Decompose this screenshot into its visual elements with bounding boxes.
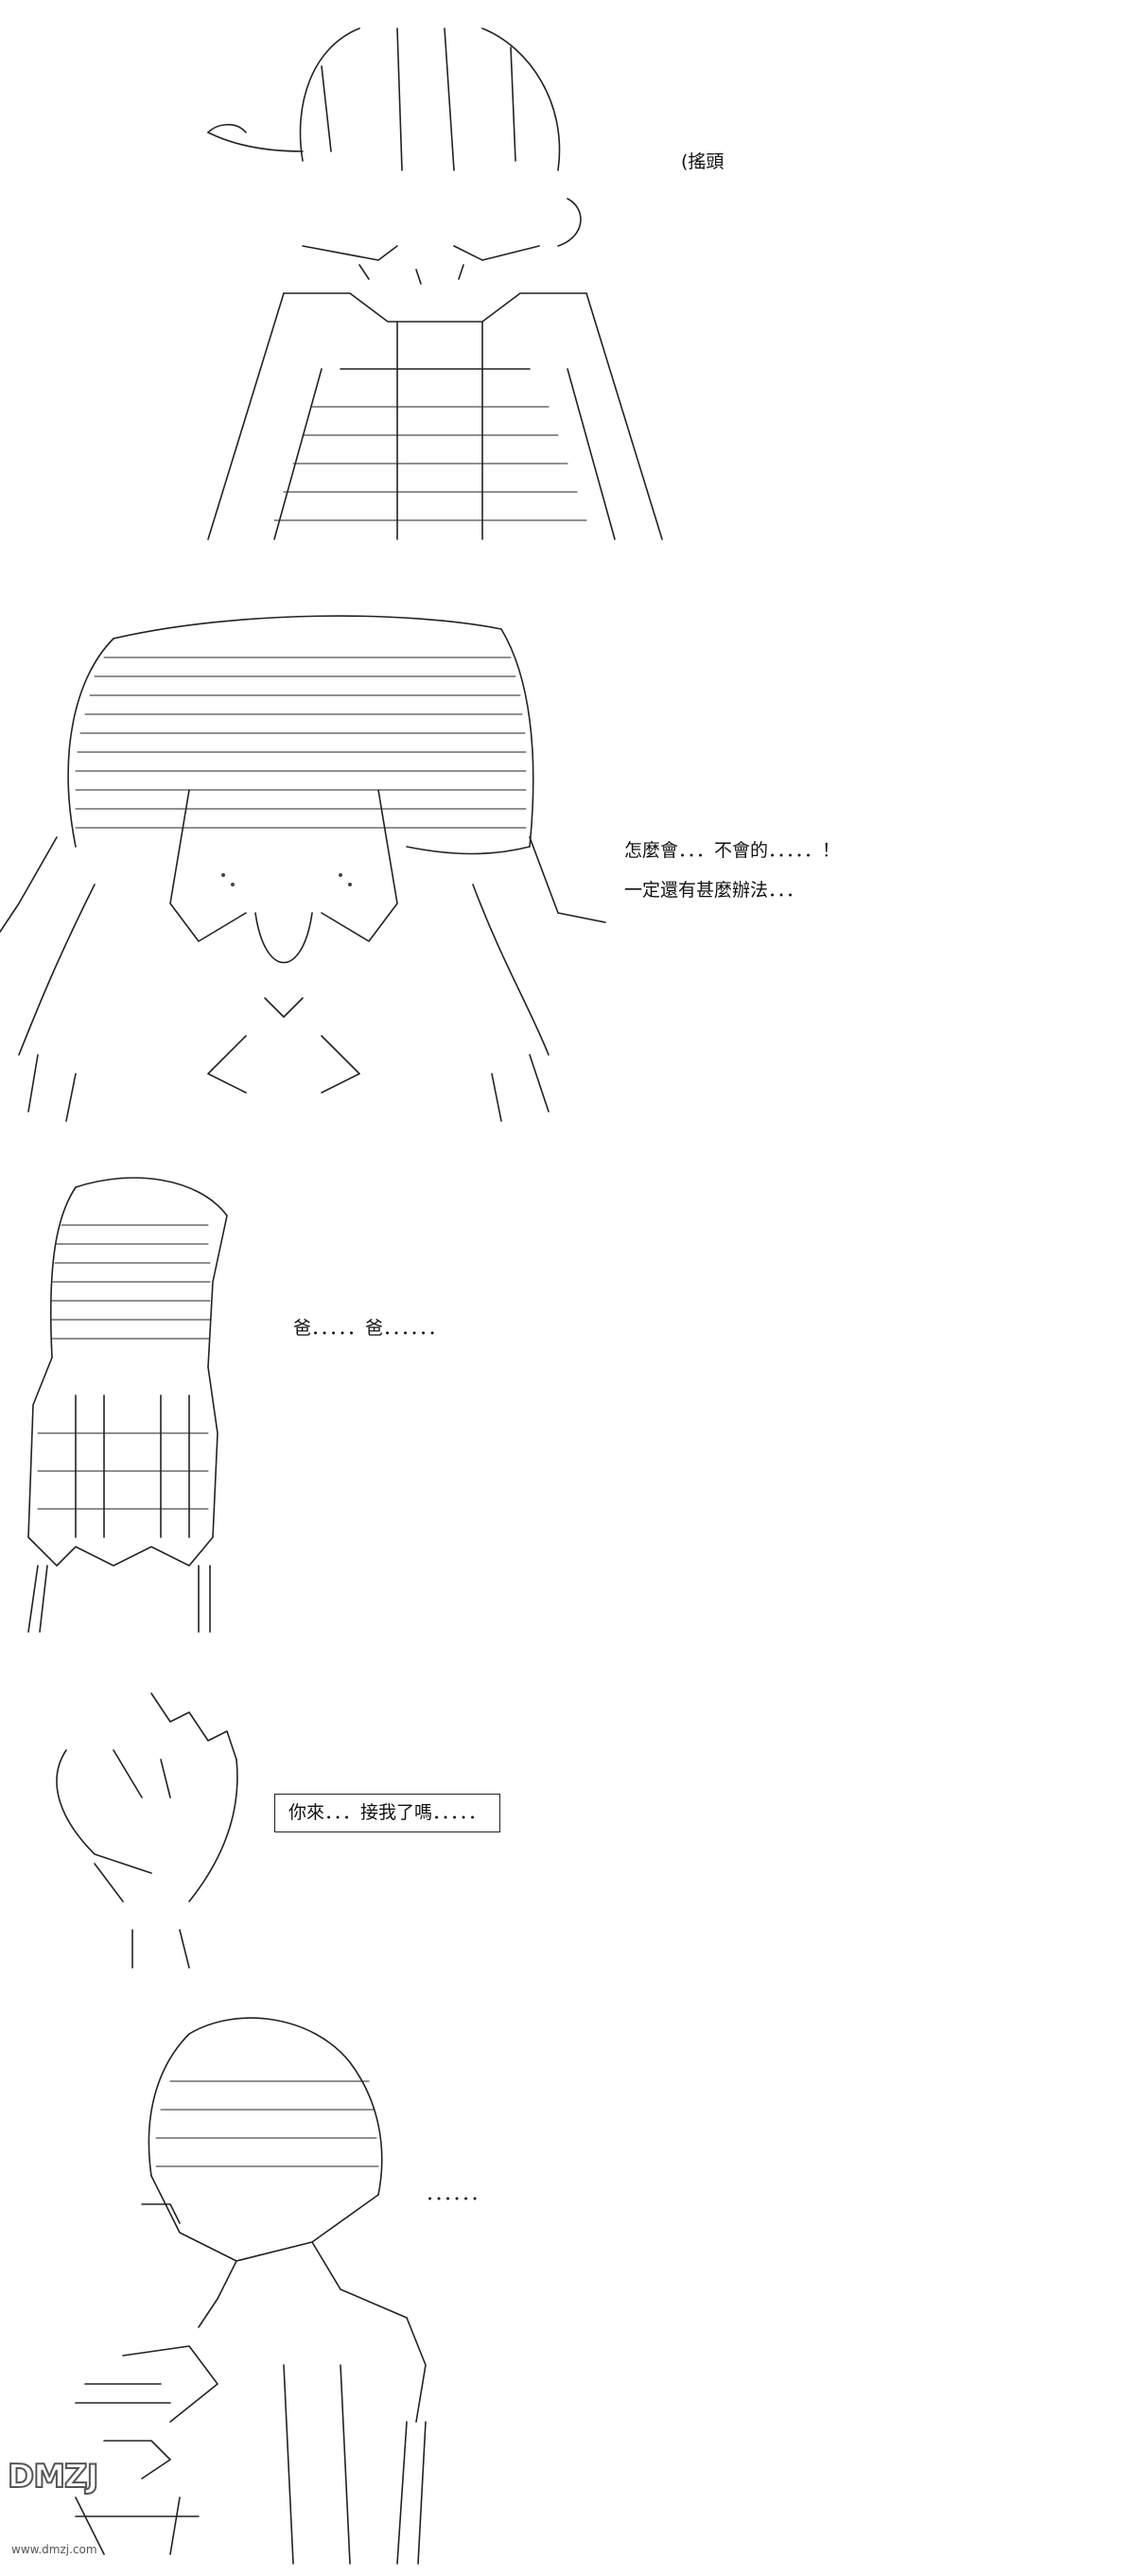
panel-2: 怎麼會．．．不會的．．．．．！ 一定還有甚麼辦法．．． [0, 587, 1135, 1154]
dialogue-text: 一定還有甚麼辦法．．． [624, 880, 805, 901]
panel-5: ．．．．．． [0, 1977, 1135, 2573]
panel-1: (搖頭 [0, 0, 1135, 568]
dmzj-watermark: DMZJ www.dmzj.com [7, 2457, 99, 2567]
panel-3: 爸．．．．．爸．．．．．． [0, 1154, 1135, 1656]
dialogue-box: 你來．．．接我了嗎．．．．． [274, 1794, 501, 1832]
ascii-art-crying-figure [0, 615, 606, 1122]
panel-4: 你來．．．接我了嗎．．．．． [0, 1665, 1135, 1977]
ascii-art-standing-figure [27, 1177, 228, 1633]
dialogue-text: 怎麼會．．．不會的．．．．．！ [624, 840, 841, 861]
ascii-art-figure-bowed-head [75, 2017, 427, 2565]
dialogue-text: 爸．．．．．爸．．．．．． [293, 1318, 446, 1339]
ascii-art-reaching-hand [56, 1692, 238, 1969]
dialogue-text: (搖頭 [681, 151, 725, 172]
watermark-logo: DMZJ [7, 2457, 99, 2497]
dialogue-text: ．．．．．． [426, 2183, 489, 2204]
ascii-art-girl-shaking-head [207, 27, 663, 540]
watermark-url: www.dmzj.com [11, 2543, 97, 2556]
